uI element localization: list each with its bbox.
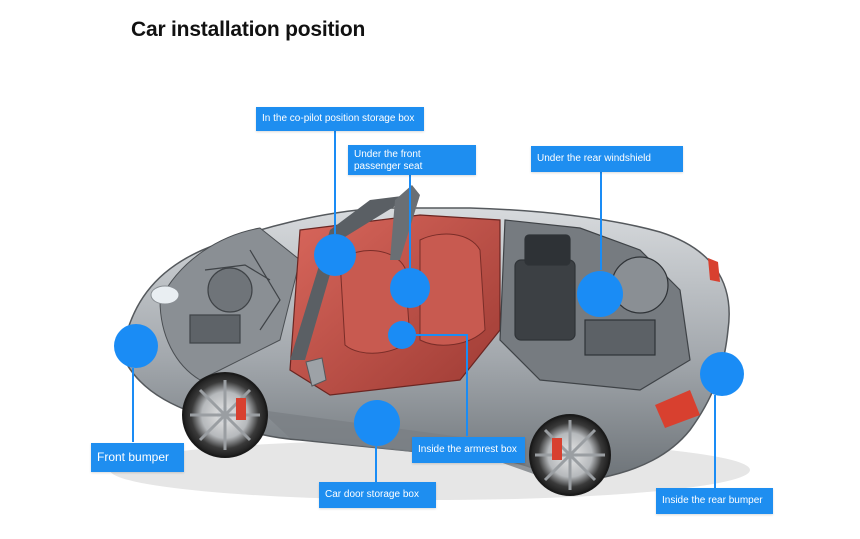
side-light bbox=[708, 258, 720, 282]
a-pillar bbox=[390, 185, 420, 260]
label-rear-windshield: Under the rear windshield bbox=[531, 146, 683, 172]
connector-armrest bbox=[416, 334, 468, 436]
rear-light bbox=[655, 390, 700, 428]
driver-seat bbox=[419, 233, 486, 346]
rear-mechanics bbox=[514, 234, 669, 356]
label-armrest-box: Inside the armrest box bbox=[412, 437, 525, 463]
front-wheel bbox=[182, 372, 268, 458]
marker-armrest bbox=[388, 321, 416, 349]
label-copilot-storage: In the co-pilot position storage box bbox=[256, 107, 424, 131]
marker-front-bumper bbox=[114, 324, 158, 368]
label-front-bumper: Front bumper bbox=[91, 443, 184, 472]
marker-front-seat bbox=[390, 268, 430, 308]
label-rear-bumper: Inside the rear bumper bbox=[656, 488, 773, 514]
page-title: Car installation position bbox=[131, 18, 366, 41]
windshield-frame bbox=[290, 195, 410, 360]
headlight bbox=[150, 285, 180, 305]
rear-wheel bbox=[529, 414, 611, 496]
front-mechanics bbox=[189, 249, 281, 344]
label-front-passenger-seat: Under the front passenger seat bbox=[348, 145, 476, 175]
marker-rear-windshield bbox=[577, 271, 623, 317]
marker-car-door bbox=[354, 400, 400, 446]
marker-copilot bbox=[314, 234, 356, 276]
label-car-door-storage: Car door storage box bbox=[319, 482, 436, 508]
marker-rear-bumper bbox=[700, 352, 744, 396]
side-mirror bbox=[305, 357, 327, 387]
